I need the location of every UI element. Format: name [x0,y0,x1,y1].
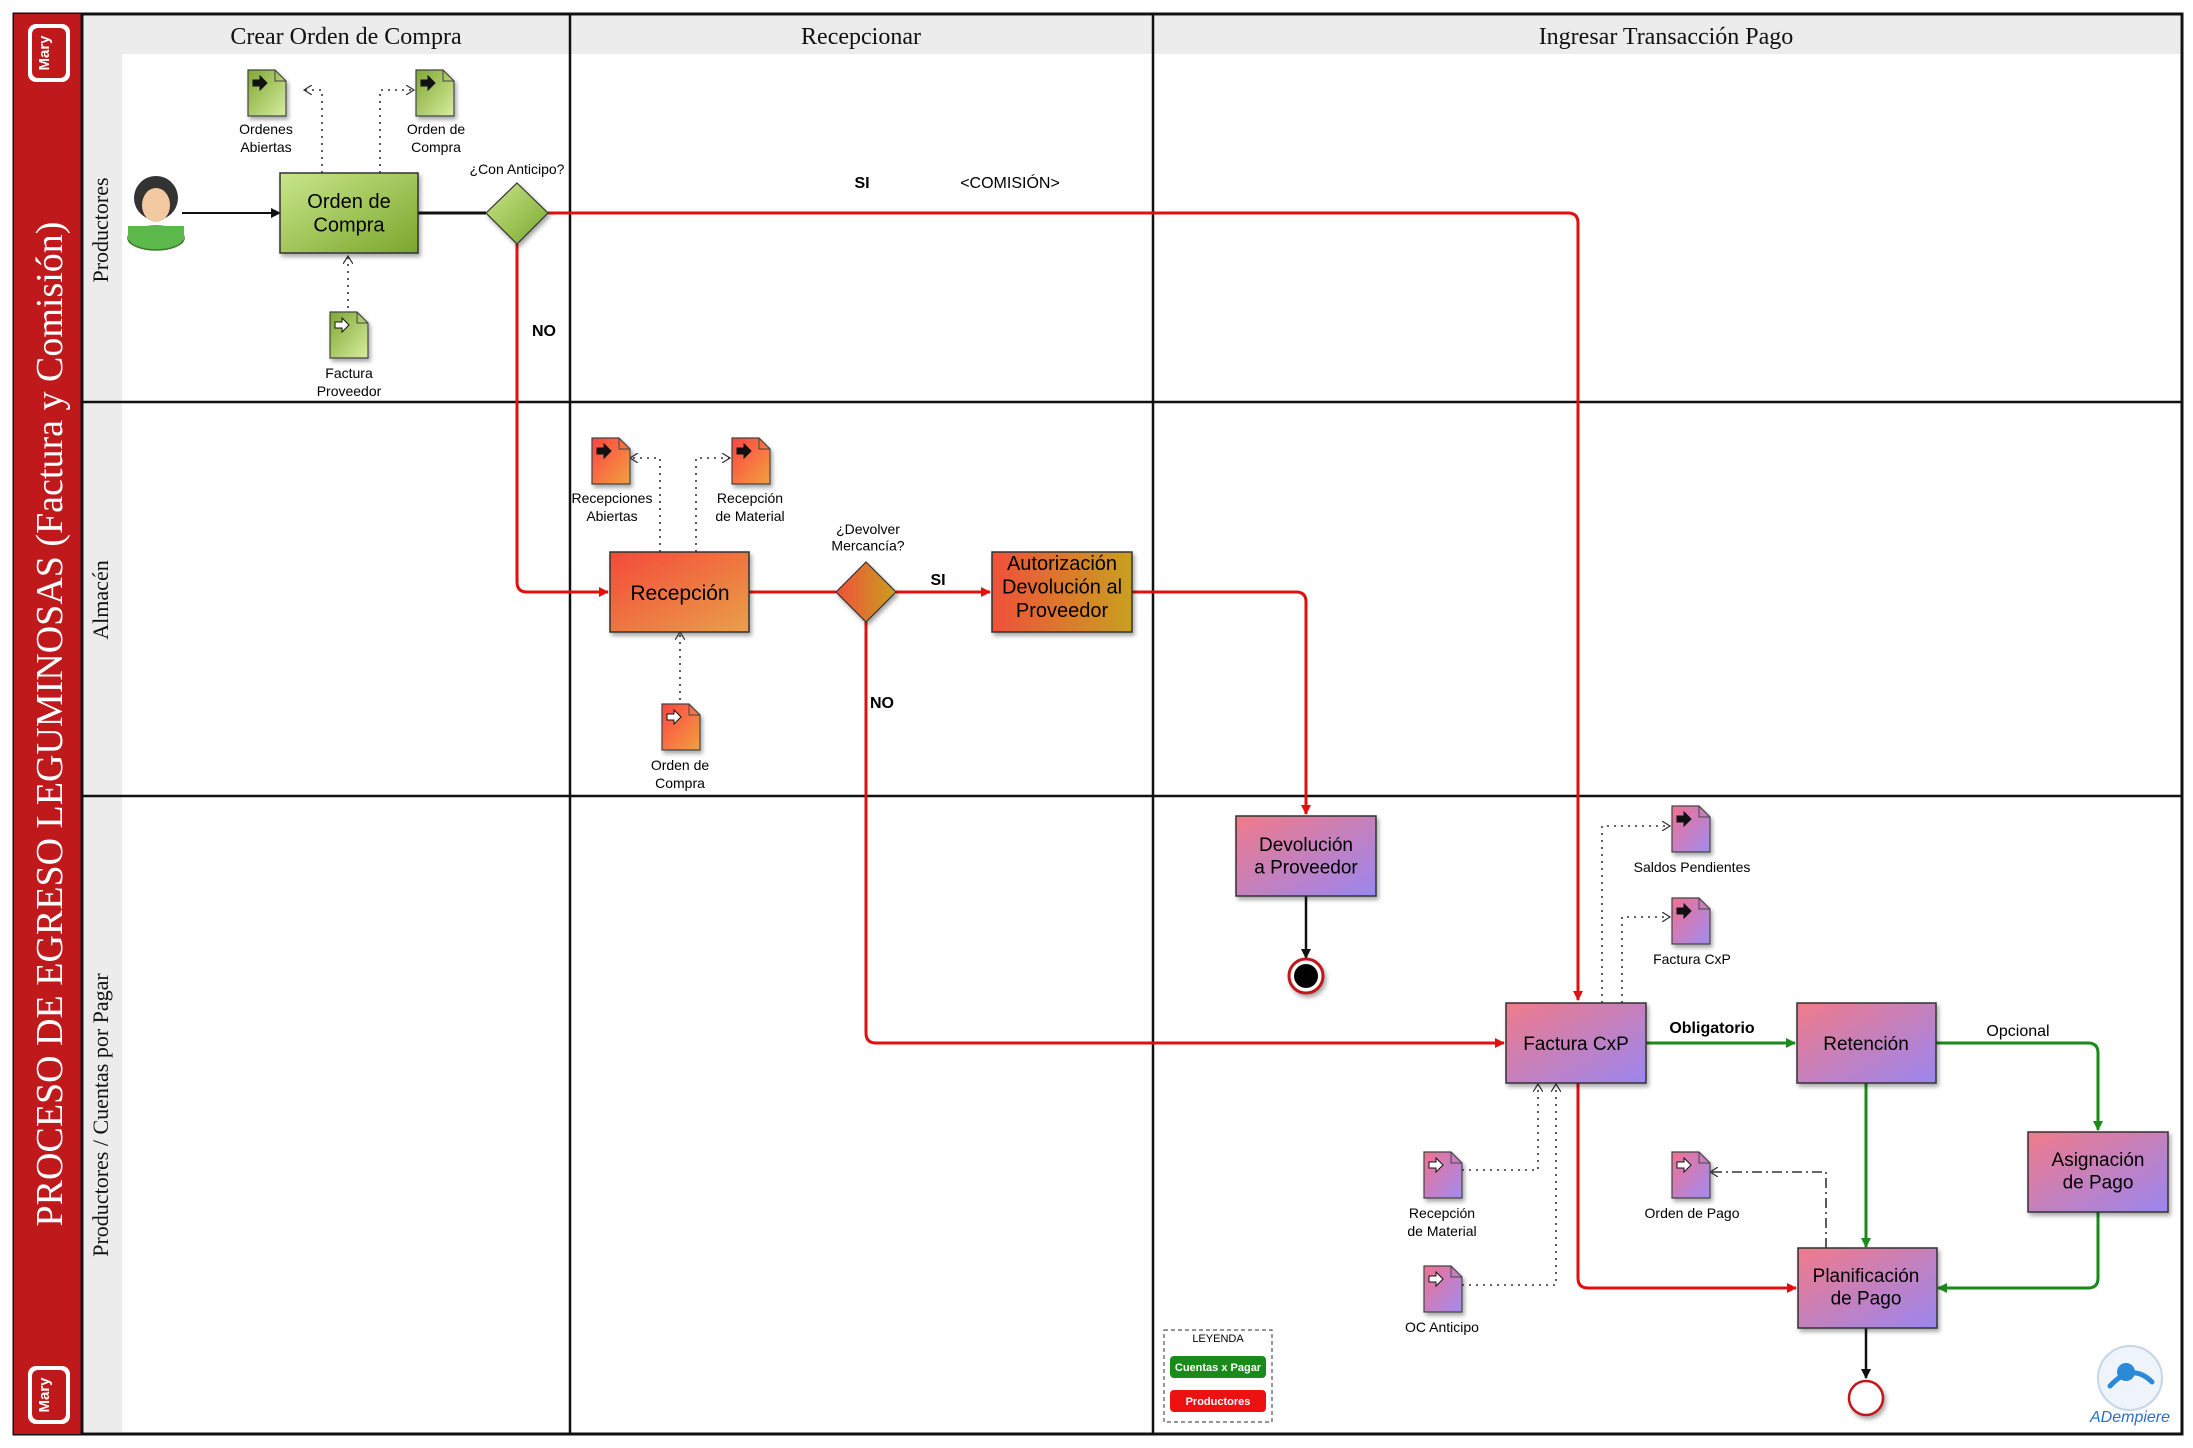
doc-orden-pago-icon: Orden de Pago [1645,1151,1740,1221]
label-no-1: NO [532,323,556,340]
doc-oc-anticipo-icon: OC Anticipo [1405,1265,1479,1335]
label-si-2: SI [930,572,945,589]
label-comision: <COMISIÓN> [960,173,1060,192]
label-si-1: SI [854,175,869,192]
legend-label-productores: Productores [1186,1396,1251,1408]
gateway-con-anticipo: ¿Con Anticipo? [470,161,565,245]
svg-text:Mary: Mary [36,35,53,71]
doc-orden-pago-label: Orden de Pago [1645,1205,1740,1221]
label-obligatorio: Obligatorio [1669,1020,1755,1037]
legend-swatch-cxp [1170,1356,1266,1378]
legend-title: LEYENDA [1192,1333,1244,1345]
task-label: Retención [1823,1034,1909,1055]
doc-oc-anticipo-label: OC Anticipo [1405,1319,1479,1335]
end-event-devolucion [1287,957,1325,995]
task-label: Recepción [630,582,729,605]
task-retencion[interactable]: Retención [1796,1002,1937,1084]
legend-swatch-productores [1170,1390,1266,1412]
association-orden-pago [1710,1172,1827,1248]
flow-factura-planificacion [1576,1082,1797,1293]
flow-autorizacion-devolucion [1132,590,1311,815]
title-band [14,14,82,1434]
row-header-productores: Productores [88,177,113,282]
column-header-band [84,16,2180,54]
flow-opcional [1936,1041,2103,1131]
gateway-label-anticipo: ¿Con Anticipo? [470,161,565,177]
diagram-title: PROCESO DE EGRESO LEGUMINOSAS (Factura y… [29,222,71,1227]
task-factura-cxp[interactable]: Factura CxP [1505,1002,1647,1084]
legend: LEYENDA Cuentas x Pagar Productores [1163,1329,1273,1423]
doc-saldos-pendientes-label: Saldos Pendientes [1634,859,1751,875]
adempiere-logo: ADempiere [2089,1345,2170,1426]
flow-no-factura [864,622,1505,1048]
svg-text:Mary: Mary [36,1377,53,1413]
doc-factura-cxp-label: Factura CxP [1653,951,1731,967]
doc-factura-cxp-icon: Factura CxP [1653,897,1731,967]
flow-asignacion-planificacion [1937,1212,2100,1293]
label-opcional: Opcional [1986,1023,2049,1040]
column-header-recepcionar: Recepcionar [801,24,921,50]
row-header-cxp: Productores / Cuentas por Pagar [88,973,113,1257]
column-header-pago: Ingresar Transacción Pago [1539,24,1794,50]
associations [304,90,1670,1286]
row-header-band [84,16,122,1432]
brand-logo-bottom: Mary [28,1366,70,1424]
row-header-almacen: Almacén [88,560,113,639]
end-event-pago [1847,1379,1885,1417]
brand-logo-top: Mary [28,24,70,82]
watermark-text: ADempiere [2089,1409,2170,1426]
flow-no-recepcion [515,244,609,597]
task-recepcion[interactable]: Recepción [609,551,750,633]
task-label: Factura CxP [1523,1034,1629,1055]
column-header-crear: Crear Orden de Compra [230,24,462,50]
flow-si-comision [548,211,1583,1001]
start-user-icon [127,176,185,251]
doc-saldos-pendientes-icon: Saldos Pendientes [1634,805,1751,875]
label-no-2: NO [870,695,894,712]
legend-label-cxp: Cuentas x Pagar [1175,1362,1262,1374]
